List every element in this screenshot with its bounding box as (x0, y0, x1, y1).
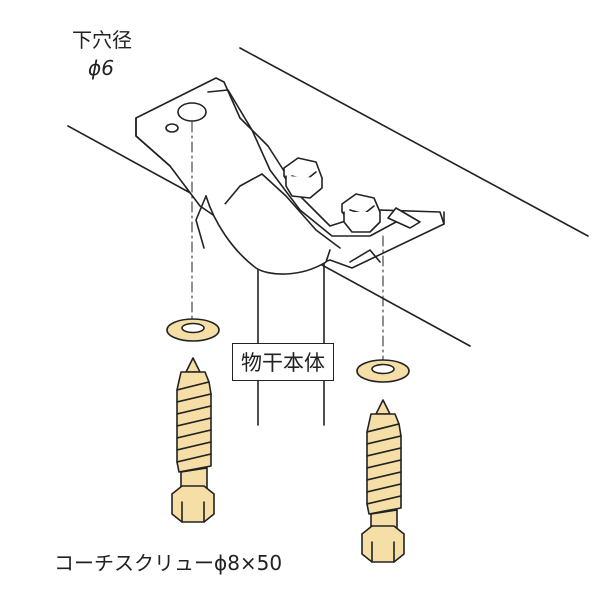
coach-screw-icon (361, 399, 405, 563)
hex-bolt-icon (283, 157, 323, 199)
hole-diameter-value: ϕ6 (88, 56, 114, 80)
washer-icon (356, 359, 410, 383)
hole-diameter-title: 下穴径 (72, 28, 132, 52)
ceiling-lines (67, 47, 589, 347)
screw-spec-label: コーチスクリューϕ8×50 (54, 551, 283, 575)
washer-icon (166, 318, 220, 342)
hex-bolt-icon (341, 193, 381, 233)
body-label: 物干本体 (232, 343, 334, 381)
screw-axis-lines (191, 121, 384, 361)
coach-screw-icon (171, 357, 215, 523)
